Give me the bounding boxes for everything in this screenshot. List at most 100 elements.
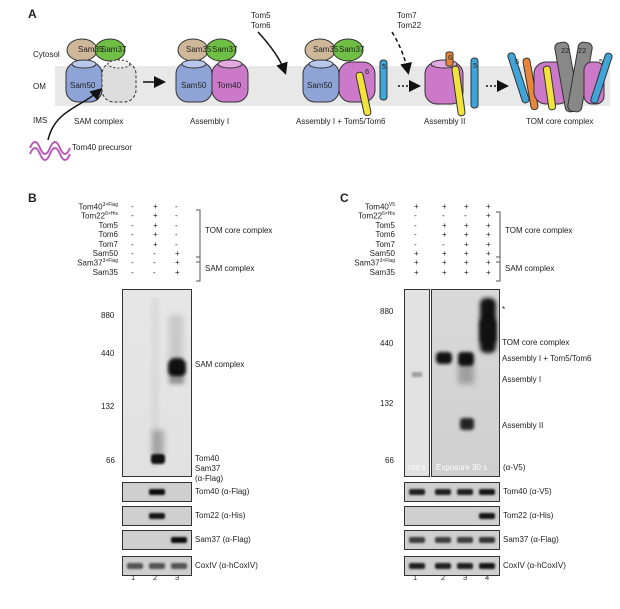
c-cell: + <box>442 249 447 258</box>
b-marker-132: 132 <box>101 402 115 411</box>
c-strip-band <box>479 489 495 495</box>
b-strip-band <box>171 563 187 569</box>
c-asm2-band <box>460 418 474 430</box>
tom40-label-asm1: Tom40 <box>217 81 242 90</box>
sam50-label-2: Sam50 <box>181 81 207 90</box>
c-strip-band <box>435 563 451 569</box>
b-tom40-band-label: Tom40 <box>195 454 220 463</box>
c-cell: + <box>442 202 447 211</box>
b-lane-2: 2 <box>153 573 158 582</box>
panel-a-illustration <box>29 31 613 161</box>
tom7-arrow-label: Tom7 <box>397 11 417 20</box>
c-strip-band <box>479 563 495 569</box>
sam50-label-1: Sam50 <box>70 81 96 90</box>
assembly1-tom56-caption: Assembly I + Tom5/Tom6 <box>296 117 386 126</box>
c-cell: + <box>442 230 447 240</box>
c-cell: - <box>442 239 445 249</box>
b-strip-band <box>149 563 165 569</box>
b-cell: - <box>131 211 134 221</box>
c-exposure-120s: 120 s <box>407 463 426 472</box>
c-cell: + <box>414 258 419 268</box>
c-cell: + <box>486 220 491 230</box>
c-lane-1: 1 <box>413 573 418 582</box>
b-row-label: Tom226×His <box>81 211 118 222</box>
tom6-arrow-label: Tom6 <box>251 21 271 30</box>
tom-core-caption: TOM core complex <box>526 117 594 126</box>
sam-complex-caption: SAM complex <box>74 117 124 126</box>
b-strip-band <box>171 537 187 543</box>
b-cell: + <box>153 202 158 211</box>
b-strip-band <box>127 563 143 569</box>
c-asm1-tom56-band-label: Assembly I + Tom5/Tom6 <box>502 354 592 363</box>
c-cell: + <box>464 239 469 249</box>
b-cell: - <box>153 258 156 268</box>
b-strip-band <box>149 513 165 519</box>
b-sam-complex-band <box>168 358 186 376</box>
b-sam37-band-label: Sam37 <box>195 464 221 473</box>
mini-label-22-b: 22 <box>578 46 587 55</box>
mini-label-6-a: 6 <box>365 67 370 76</box>
sam37-label-1: Sam37 <box>101 45 127 54</box>
c-row-label: Tom7 <box>375 239 395 249</box>
sam50-label-3: Sam50 <box>307 81 333 90</box>
c-asm1-tom56-band-3 <box>458 352 474 366</box>
c-cell: + <box>486 211 491 221</box>
b-tom40-band <box>151 454 165 464</box>
mini-label-7-a: 6 <box>448 53 453 62</box>
assembly1-caption: Assembly I <box>190 117 230 126</box>
b-marker-440: 440 <box>101 349 115 358</box>
b-cell: - <box>175 220 178 230</box>
c-cell: + <box>486 267 491 277</box>
c-strip-band <box>457 563 473 569</box>
c-strip-label: Tom40 (α-V5) <box>503 487 552 496</box>
b-cell: - <box>175 211 178 221</box>
c-cell: - <box>414 220 417 230</box>
mini-label-22-a: 22 <box>561 46 570 55</box>
mini-label-5-c: 5 <box>515 57 520 66</box>
c-native-gel-120s: 120 s <box>404 289 430 477</box>
c-tom-core-bracket-label: TOM core complex <box>505 226 573 235</box>
c-strip-band <box>479 513 495 519</box>
b-strip <box>122 506 192 526</box>
b-row-label: Tom403×Flag <box>78 202 118 212</box>
c-native-gel-30s: Exposure 30 s <box>431 289 500 477</box>
b-strip <box>122 482 192 502</box>
c-strip-label: Sam37 (α-Flag) <box>503 535 559 544</box>
b-cell: + <box>175 249 180 258</box>
c-cell: + <box>464 267 469 277</box>
b-row-label: Sam35 <box>92 267 118 277</box>
c-cell: + <box>442 267 447 277</box>
b-sam-complex-band-label: SAM complex <box>195 360 245 369</box>
b-cell: - <box>131 249 134 258</box>
c-strip-label: CoxIV (α-hCoxIV) <box>503 561 566 570</box>
ims-label: IMS <box>33 116 48 125</box>
b-cell: - <box>131 267 134 277</box>
assembly2-caption: Assembly II <box>424 117 466 126</box>
c-marker-66: 66 <box>385 456 394 465</box>
b-cell: - <box>131 258 134 268</box>
c-strip-band <box>479 537 495 543</box>
c-sam-bracket-label: SAM complex <box>505 264 555 273</box>
c-row-label: Tom5 <box>375 220 395 230</box>
c-strip-band <box>409 489 425 495</box>
c-tom-core-band-label: TOM core complex <box>502 338 570 347</box>
c-strip-band <box>435 489 451 495</box>
b-cell: + <box>153 220 158 230</box>
c-strip <box>404 506 500 526</box>
mini-label-5-b: 5 <box>473 61 478 70</box>
c-row-label: Tom40V5 <box>364 202 395 212</box>
b-cell: + <box>153 230 158 240</box>
b-cell: + <box>175 258 180 268</box>
sam35-label-3: Sam35 <box>313 45 339 54</box>
b-strip-label: Tom22 (α-His) <box>195 511 246 520</box>
tom40-precursor-caption: Tom40 precursor <box>72 143 133 152</box>
c-cell: - <box>414 211 417 221</box>
c-marker-880: 880 <box>380 307 394 316</box>
b-marker-66: 66 <box>106 456 115 465</box>
panel-b-label: B <box>28 191 37 205</box>
c-strip-band <box>409 537 425 543</box>
c-row-label: Tom226×His <box>358 211 395 222</box>
c-cell: + <box>414 202 419 211</box>
b-cell: - <box>175 202 178 211</box>
b-strip-label: CoxIV (α-hCoxIV) <box>195 561 258 570</box>
